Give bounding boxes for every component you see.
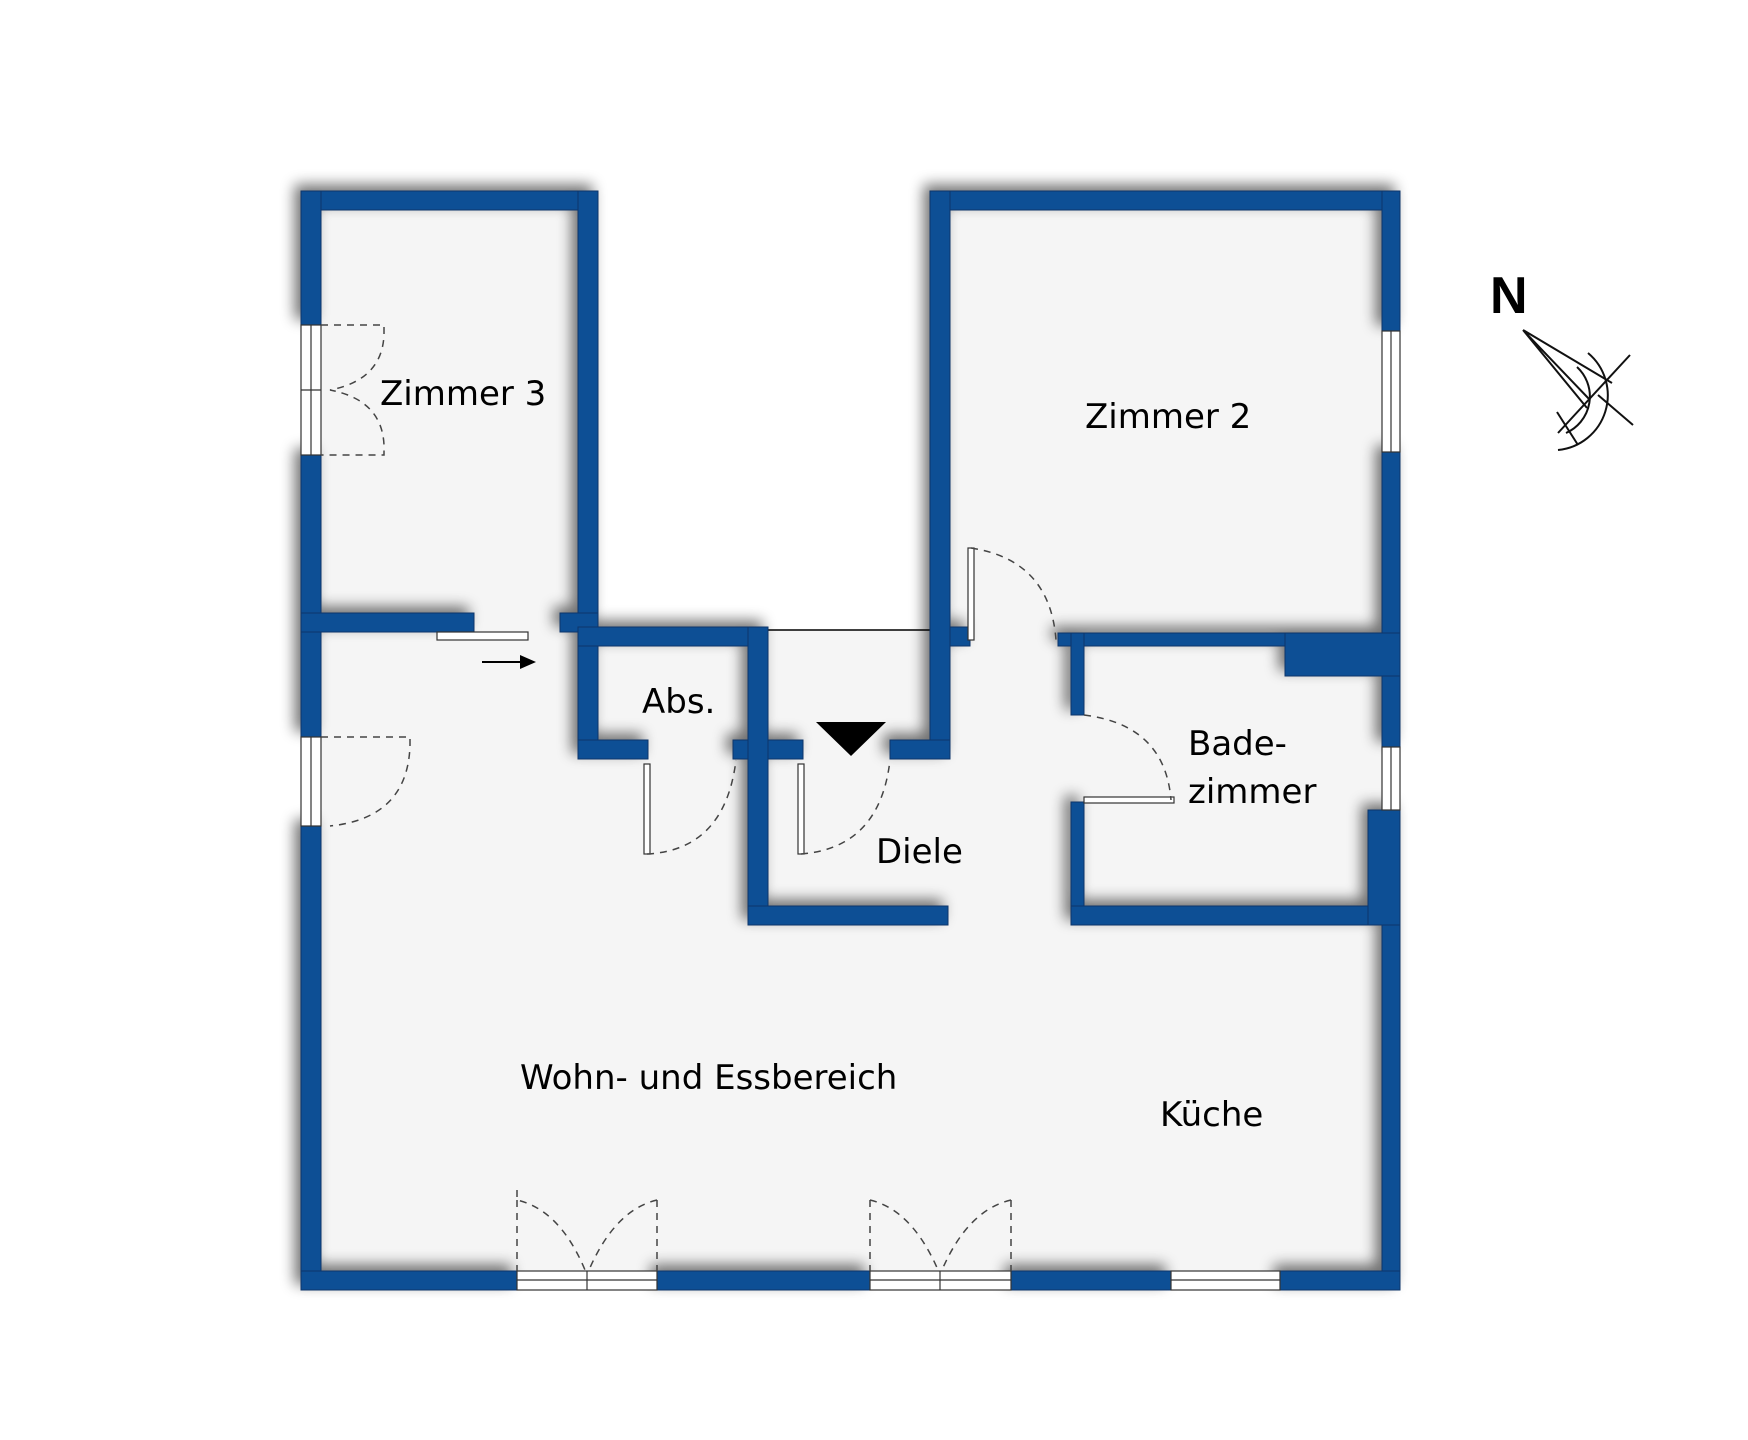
room-label-abs: Abs. <box>642 682 716 722</box>
north-arrow-compass-icon <box>1522 329 1634 451</box>
door-swings <box>321 324 1172 1271</box>
sliding-door-leaf <box>436 631 529 641</box>
room-label-badezimmer-1: Bade- <box>1188 724 1287 764</box>
window-door-1 <box>516 1270 658 1291</box>
window-bad <box>1381 746 1401 811</box>
windows <box>300 324 1401 1291</box>
walls <box>300 190 1401 1291</box>
door-leaves <box>436 547 1175 855</box>
window-living-left <box>300 736 322 827</box>
room-label-zimmer2: Zimmer 2 <box>1085 397 1252 437</box>
room-label-zimmer3: Zimmer 3 <box>380 374 547 414</box>
compass-north-letter: N <box>1490 267 1528 325</box>
room-label-badezimmer-2: zimmer <box>1188 772 1317 812</box>
room-label-wohn: Wohn- und Essbereich <box>520 1058 898 1098</box>
window-zimmer2 <box>1381 330 1401 453</box>
entrance-triangle-icon <box>816 722 886 756</box>
arrow-right-icon <box>482 655 536 669</box>
window-door-2 <box>869 1270 1012 1291</box>
window-kueche <box>1170 1270 1281 1291</box>
room-label-kueche: Küche <box>1160 1095 1264 1135</box>
window-zimmer3 <box>300 324 322 456</box>
room-label-diele: Diele <box>876 832 963 872</box>
